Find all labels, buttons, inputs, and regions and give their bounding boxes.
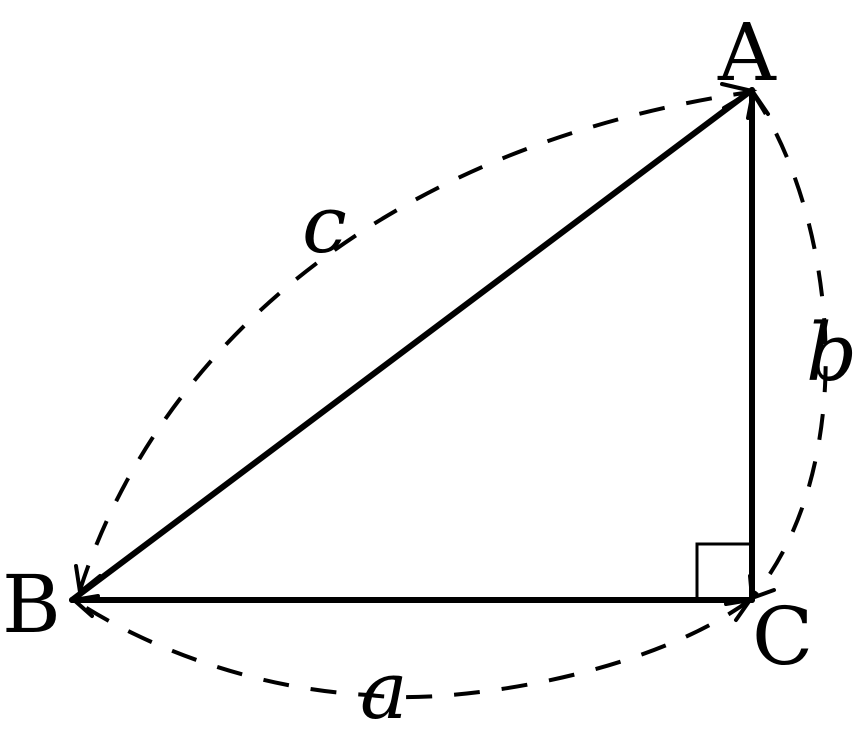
vertex-label-c: C [752,590,813,683]
arc-a-arrowhead-at-c [724,597,755,622]
vertex-label-a: A [717,6,777,99]
vertex-label-b: B [2,558,61,651]
side-label-b: b [806,306,856,399]
arc-a-arrowhead-at-b [69,594,100,618]
side-label-a: a [360,644,408,737]
side-c-dashed-arc [78,90,751,591]
side-label-c: c [302,178,347,271]
edge-ab [69,87,755,603]
side-a-dashed-arc [72,598,752,700]
arc-c-arrowhead-at-b [74,564,102,596]
arc-b-arrowhead-at-a [746,86,770,120]
side-b-dashed-arc [750,90,828,600]
right-angle-marker [695,542,752,600]
